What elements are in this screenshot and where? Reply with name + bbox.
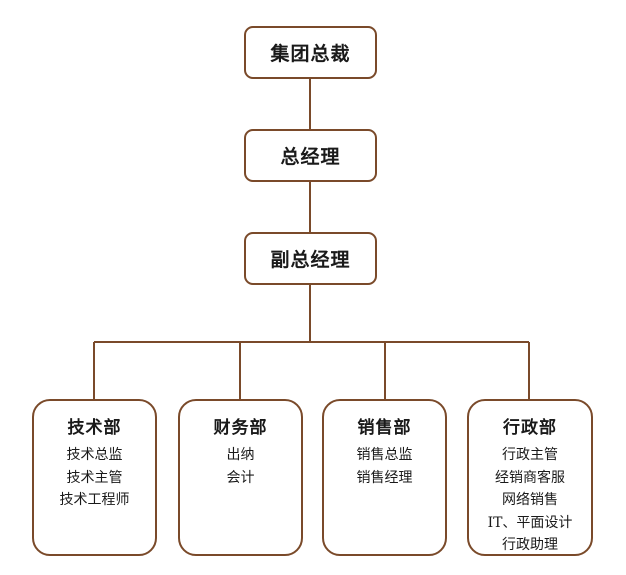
node-deputy-general-manager: 副总经理 <box>244 232 377 285</box>
dept-sales-roles: 销售总监 销售经理 <box>357 444 413 489</box>
dept-finance-role: 出纳 <box>226 447 255 463</box>
dept-sales-title: 销售部 <box>357 418 412 438</box>
node-deputy-general-manager-label: 副总经理 <box>270 249 351 271</box>
dept-sales-role: 销售总监 <box>356 447 413 463</box>
node-general-manager: 总经理 <box>244 129 377 182</box>
dept-finance-roles: 出纳 会计 <box>227 444 255 489</box>
dept-admin-role: IT、平面设计 <box>487 514 573 531</box>
dept-admin-role: 经销商客服 <box>495 469 565 486</box>
dept-tech: 技术部 技术总监 技术主管 技术工程师 <box>32 399 157 556</box>
node-general-manager-label: 总经理 <box>280 146 341 168</box>
dept-tech-role: 技术主管 <box>66 469 123 486</box>
dept-tech-roles: 技术总监 技术主管 技术工程师 <box>60 444 130 512</box>
dept-finance: 财务部 出纳 会计 <box>178 399 303 556</box>
dept-admin-title: 行政部 <box>503 418 557 438</box>
dept-tech-role: 技术总监 <box>66 447 123 463</box>
node-chairman-label: 集团总裁 <box>270 43 351 65</box>
dept-admin-role: 行政助理 <box>502 537 558 553</box>
node-chairman: 集团总裁 <box>244 26 377 79</box>
dept-sales: 销售部 销售总监 销售经理 <box>322 399 447 556</box>
dept-admin-role: 行政主管 <box>502 447 558 463</box>
dept-tech-title: 技术部 <box>67 418 122 438</box>
dept-admin: 行政部 行政主管 经销商客服 网络销售 IT、平面设计 行政助理 <box>467 399 593 556</box>
dept-sales-role: 销售经理 <box>356 469 413 486</box>
dept-tech-role: 技术工程师 <box>59 492 130 508</box>
dept-admin-roles: 行政主管 经销商客服 网络销售 IT、平面设计 行政助理 <box>488 444 573 557</box>
dept-finance-title: 财务部 <box>213 418 268 438</box>
dept-finance-role: 会计 <box>226 469 255 486</box>
dept-admin-role: 网络销售 <box>502 492 558 508</box>
